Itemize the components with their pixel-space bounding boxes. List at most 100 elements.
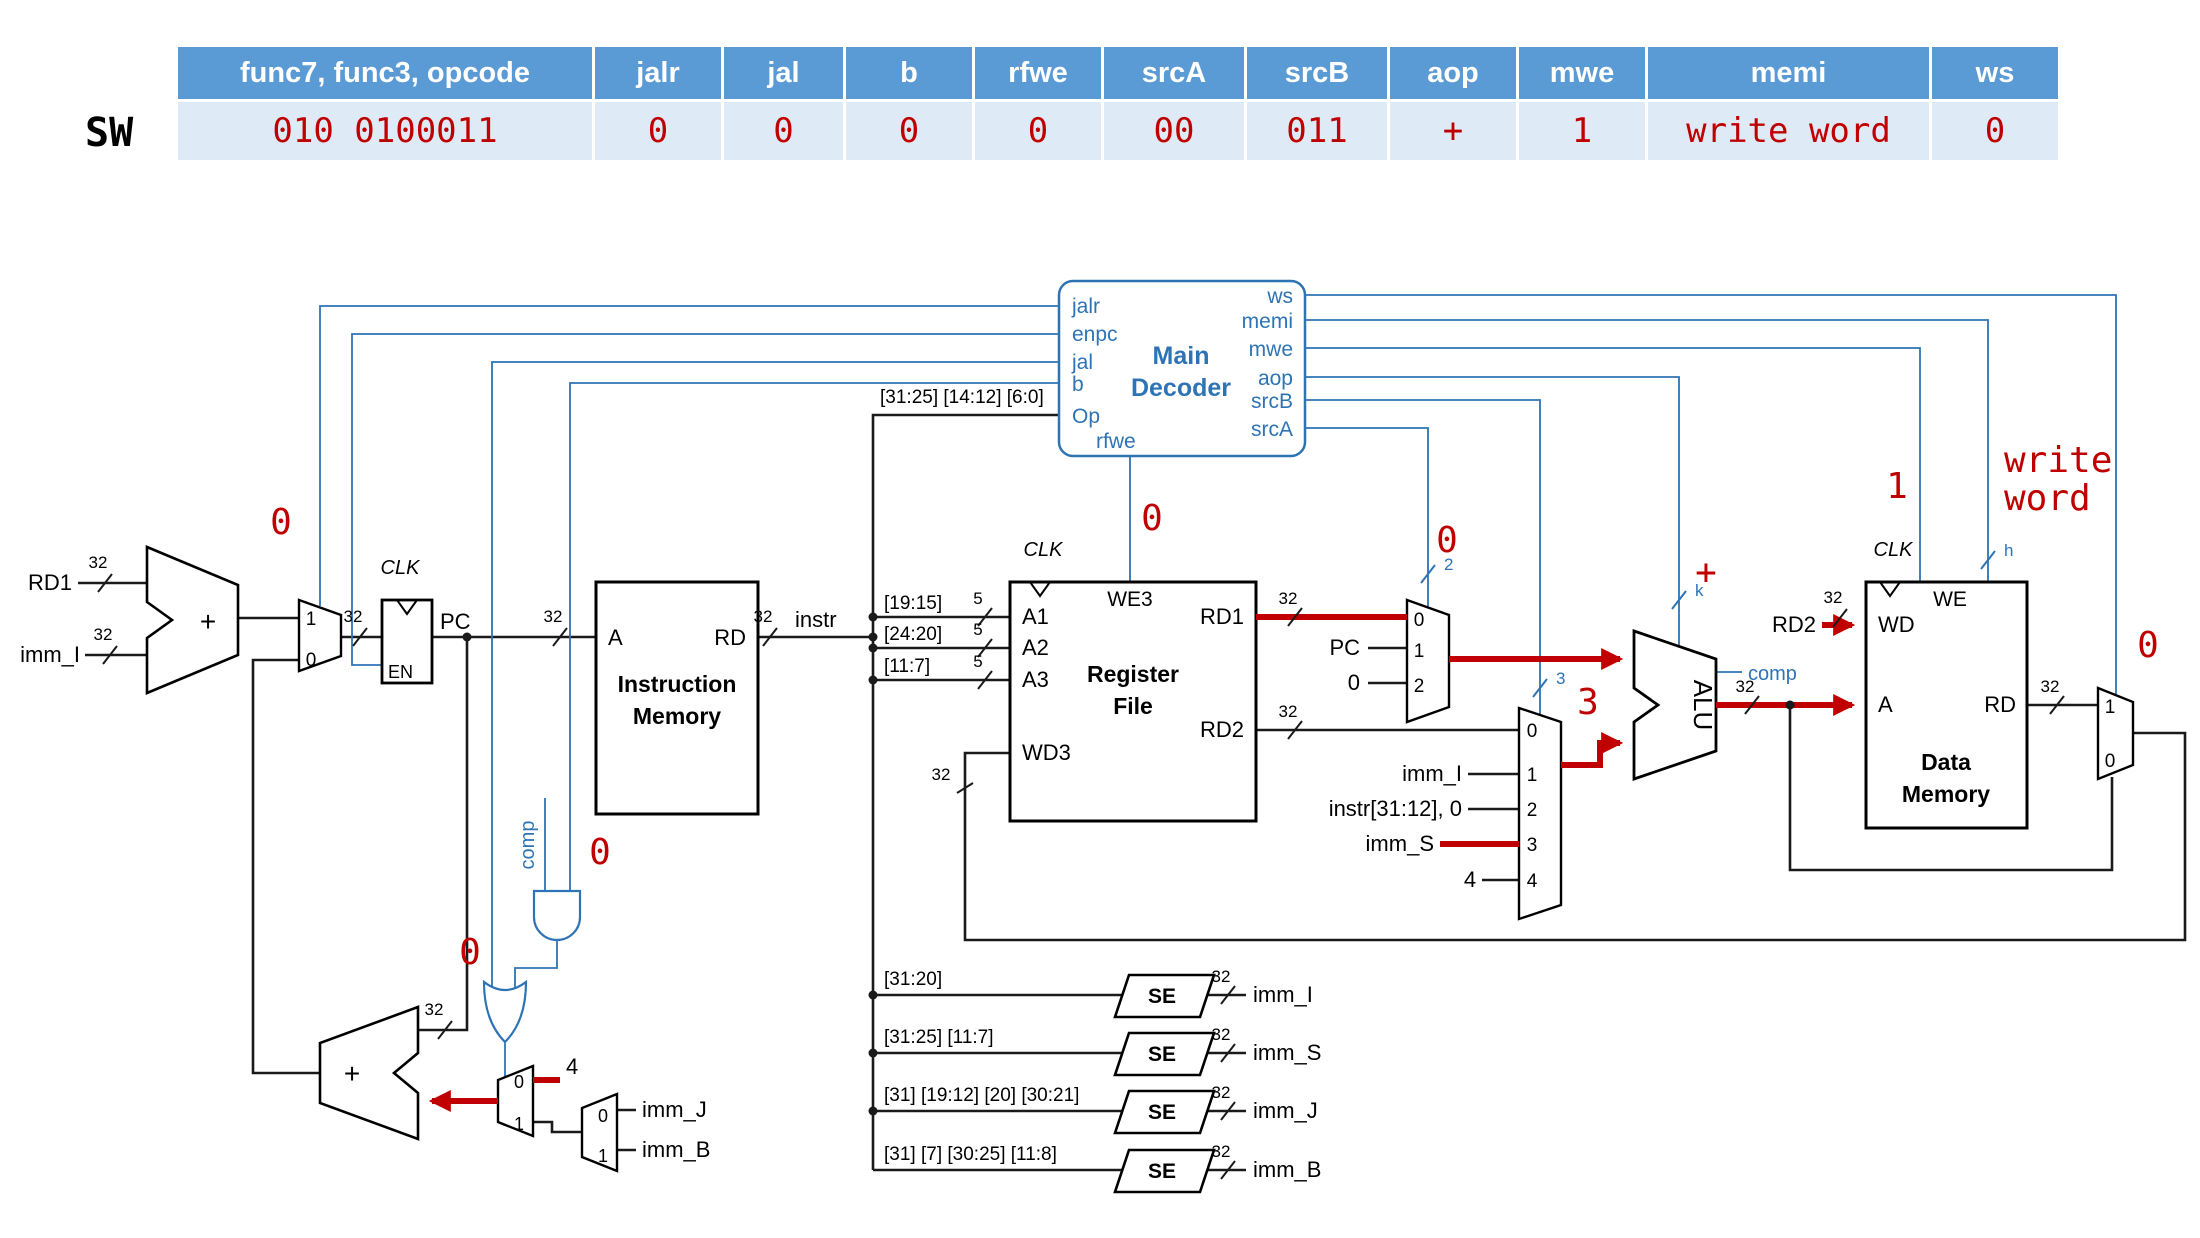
annotation-jal: 0 xyxy=(459,932,481,973)
rf-title: File xyxy=(1113,693,1153,719)
srca-pc-const-label: PC xyxy=(1329,635,1360,660)
w32-label: 32 xyxy=(425,1000,444,1019)
srcb-mux-in1: 1 xyxy=(1527,765,1538,786)
result-mux-in1: 1 xyxy=(2105,697,2116,718)
annotation-mwe: 1 xyxy=(1886,466,1908,507)
cell-ws: 0 xyxy=(1932,102,2058,160)
instruction-row-label: SW xyxy=(85,110,134,156)
cell-memi: write word xyxy=(1648,102,1929,160)
cell-jalr: 0 xyxy=(595,102,721,160)
col-header-b: b xyxy=(846,47,972,99)
branch-four-const-label: 4 xyxy=(566,1054,578,1079)
cell-rfwe: 0 xyxy=(975,102,1101,160)
cell-b: 0 xyxy=(846,102,972,160)
control-table: func7, func3, opcode jalr jal b rfwe src… xyxy=(175,44,2061,163)
w32-label: 32 xyxy=(1212,1025,1231,1044)
srcb-imm-s-label: imm_S xyxy=(1366,831,1434,856)
data-memory-box xyxy=(1864,580,2029,830)
srca-zero-const-label: 0 xyxy=(1348,670,1360,695)
rd1-input-label: RD1 xyxy=(28,570,72,595)
w5-label: 5 xyxy=(973,589,982,608)
decoder-in-jal: jal xyxy=(1071,351,1093,374)
alu-shape xyxy=(1632,629,1718,781)
dmem-port-wd: WD xyxy=(1878,612,1915,637)
srca-mux-in2: 2 xyxy=(1414,676,1425,697)
cell-funct: 010 0100011 xyxy=(178,102,592,160)
pc-mux-in1: 1 xyxy=(306,609,317,630)
col-header-aop: aop xyxy=(1390,47,1516,99)
pc-label: PC xyxy=(440,609,471,634)
highlight-wires xyxy=(428,614,1856,1112)
cell-srcb: 011 xyxy=(1247,102,1387,160)
cell-srca: 00 xyxy=(1104,102,1244,160)
col-header-memi: memi xyxy=(1648,47,1929,99)
imm-jb-mux xyxy=(580,1092,619,1173)
srcb-mux-in3: 3 xyxy=(1527,835,1538,856)
table-value-row: 010 0100011 0 0 0 0 00 011 + 1 write wor… xyxy=(178,102,2058,160)
srca-mux xyxy=(1405,598,1451,724)
immjb-mux-in0: 0 xyxy=(598,1106,608,1126)
pc-src-mux xyxy=(297,598,343,673)
decoder-in-jalr: jalr xyxy=(1071,295,1100,318)
col-header-srcb: srcB xyxy=(1247,47,1387,99)
dmem-title: Memory xyxy=(1902,781,1990,807)
decoder-in-op: Op xyxy=(1072,405,1100,428)
annotation-jalr: 0 xyxy=(270,502,292,543)
instr-bus-label: instr xyxy=(795,607,837,632)
srcb-mux-in0: 0 xyxy=(1527,721,1538,742)
srca-mux-in0: 0 xyxy=(1414,610,1425,631)
decoder-title: Decoder xyxy=(1131,374,1231,402)
offset-mux-in1: 1 xyxy=(514,1114,524,1134)
w32-label: 32 xyxy=(1824,588,1843,607)
decoder-out-rfwe: rfwe xyxy=(1096,430,1136,453)
srcb-four-const-label: 4 xyxy=(1464,867,1476,892)
dmem-rd2-source-label: RD2 xyxy=(1772,612,1816,637)
branch-adder-shape xyxy=(318,1005,420,1141)
a3-slice-label: [11:7] xyxy=(884,656,930,677)
w32-label: 32 xyxy=(89,553,108,572)
w32-label: 32 xyxy=(544,607,563,626)
imm-b-slice-label: [31] [7] [30:25] [11:8] xyxy=(884,1144,1057,1165)
imm-s-slice-label: [31:25] [11:7] xyxy=(884,1027,994,1048)
cell-aop: + xyxy=(1390,102,1516,160)
pc-clk-label: CLK xyxy=(381,557,422,579)
or-gate xyxy=(482,979,528,1044)
srcb-mux-in2: 2 xyxy=(1527,800,1538,821)
alu-comp-label: comp xyxy=(1748,663,1797,685)
control-slashes xyxy=(1420,550,1996,698)
pc-mux-in0: 0 xyxy=(306,650,317,671)
instruction-memory-box xyxy=(594,580,760,816)
srcb-imm-i-label: imm_I xyxy=(1402,761,1462,786)
srcb-mux-in4: 4 xyxy=(1527,871,1538,892)
branch-adder-plus: + xyxy=(344,1058,360,1089)
decoder-title: Main xyxy=(1153,342,1210,370)
decoder-out-srcb: srcB xyxy=(1251,390,1293,413)
col-header-srca: srcA xyxy=(1104,47,1244,99)
srcb-sel-width: 3 xyxy=(1556,669,1565,688)
alu-label: ALU xyxy=(1688,680,1718,731)
decoder-out-memi: memi xyxy=(1242,310,1293,333)
se-label: SE xyxy=(1148,1043,1176,1066)
imm-j-slice-label: [31] [19:12] [20] [30:21] xyxy=(884,1085,1079,1106)
annotation-ws: 0 xyxy=(2137,625,2159,666)
se-box-imm-i xyxy=(1113,973,1216,1019)
w5-label: 5 xyxy=(973,620,982,639)
annotation-rfwe: 0 xyxy=(1141,498,1163,539)
imm-i-output-label: imm_I xyxy=(1253,982,1313,1007)
main-decoder-box xyxy=(1057,279,1307,458)
rf-clk-label: CLK xyxy=(1024,539,1065,561)
srca-sel-width: 2 xyxy=(1444,555,1453,574)
rf-port-wd3: WD3 xyxy=(1022,740,1071,765)
srcb-instr-upper-label: instr[31:12], 0 xyxy=(1329,796,1462,821)
branch-offset-mux xyxy=(496,1064,535,1138)
register-file-box xyxy=(1008,580,1258,823)
control-wires xyxy=(319,294,2117,1078)
annotation-srca: 0 xyxy=(1436,520,1458,561)
w32-label: 32 xyxy=(754,607,773,626)
w5-label: 5 xyxy=(973,652,982,671)
cell-mwe: 1 xyxy=(1519,102,1645,160)
se-label: SE xyxy=(1148,985,1176,1008)
col-header-jal: jal xyxy=(724,47,843,99)
pc-adder-plus: + xyxy=(200,606,216,637)
